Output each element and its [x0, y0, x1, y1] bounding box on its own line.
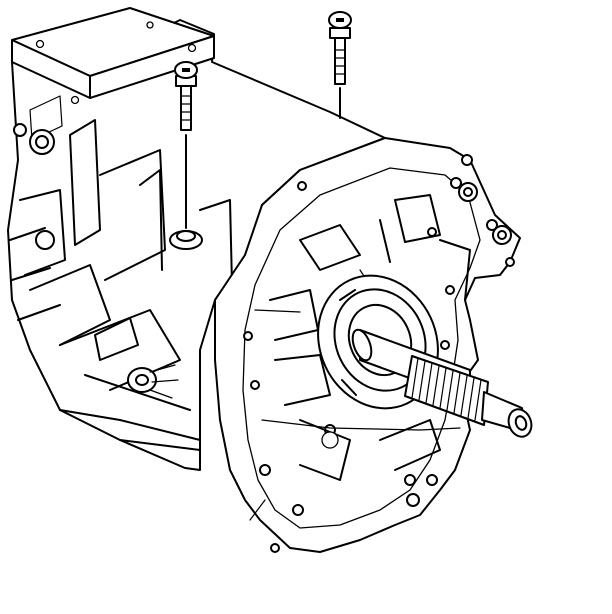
transmission-case	[7, 19, 386, 471]
bolt	[328, 11, 352, 119]
input-shaft	[351, 328, 533, 438]
bolt	[174, 61, 198, 229]
top-cover	[11, 7, 215, 105]
